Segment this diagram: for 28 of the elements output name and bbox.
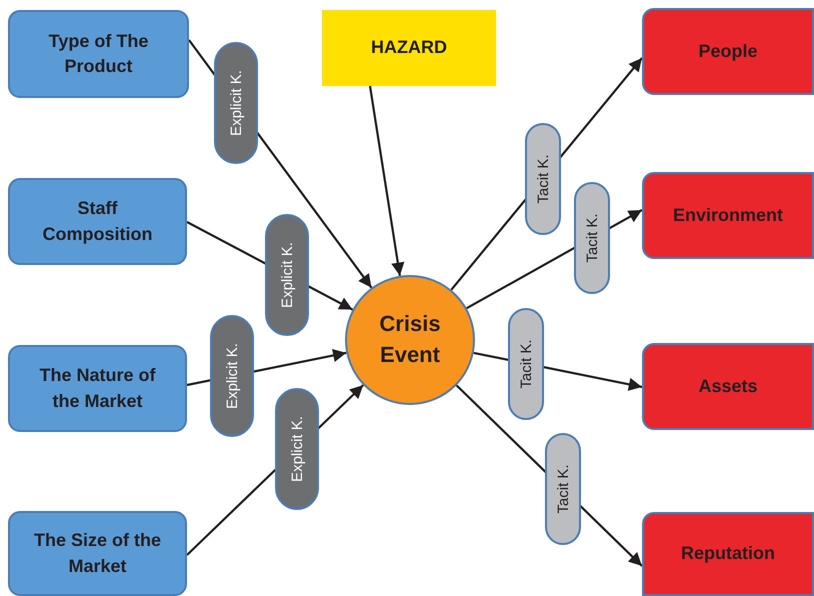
edge-label: Explicit K. — [264, 214, 309, 336]
arrow — [368, 86, 404, 276]
edge-label: Tacit K. — [508, 308, 544, 420]
edge-label: Explicit K. — [210, 314, 254, 437]
node-label: Assets — [697, 374, 759, 398]
edge-label: Tacit K. — [574, 182, 610, 294]
impact-box — [642, 343, 814, 430]
factor-box — [8, 10, 189, 98]
edge-label: Tacit K. — [524, 122, 561, 235]
impact-box — [642, 512, 814, 596]
node-label: People — [697, 40, 759, 63]
node-label: Environment — [672, 204, 784, 227]
factor-box — [8, 511, 187, 596]
impact-box — [642, 8, 814, 95]
edge-label: Explicit K. — [214, 42, 258, 164]
node-label: Reputation — [680, 542, 776, 566]
node-label: The Size of the Market — [32, 529, 162, 578]
node-label: HAZARD — [370, 36, 448, 60]
node-label: The Nature of the Market — [38, 364, 156, 412]
node-label: Staff Composition — [42, 197, 154, 246]
impact-box — [642, 172, 814, 259]
node-label: Crisis Event — [378, 310, 442, 369]
edge-label: Explicit K. — [274, 388, 319, 510]
node-label: Type of The Product — [48, 30, 150, 78]
edge-label: Tacit K. — [545, 433, 582, 546]
factor-box — [8, 345, 187, 432]
factor-box — [8, 178, 187, 265]
hazard-box — [322, 10, 496, 86]
